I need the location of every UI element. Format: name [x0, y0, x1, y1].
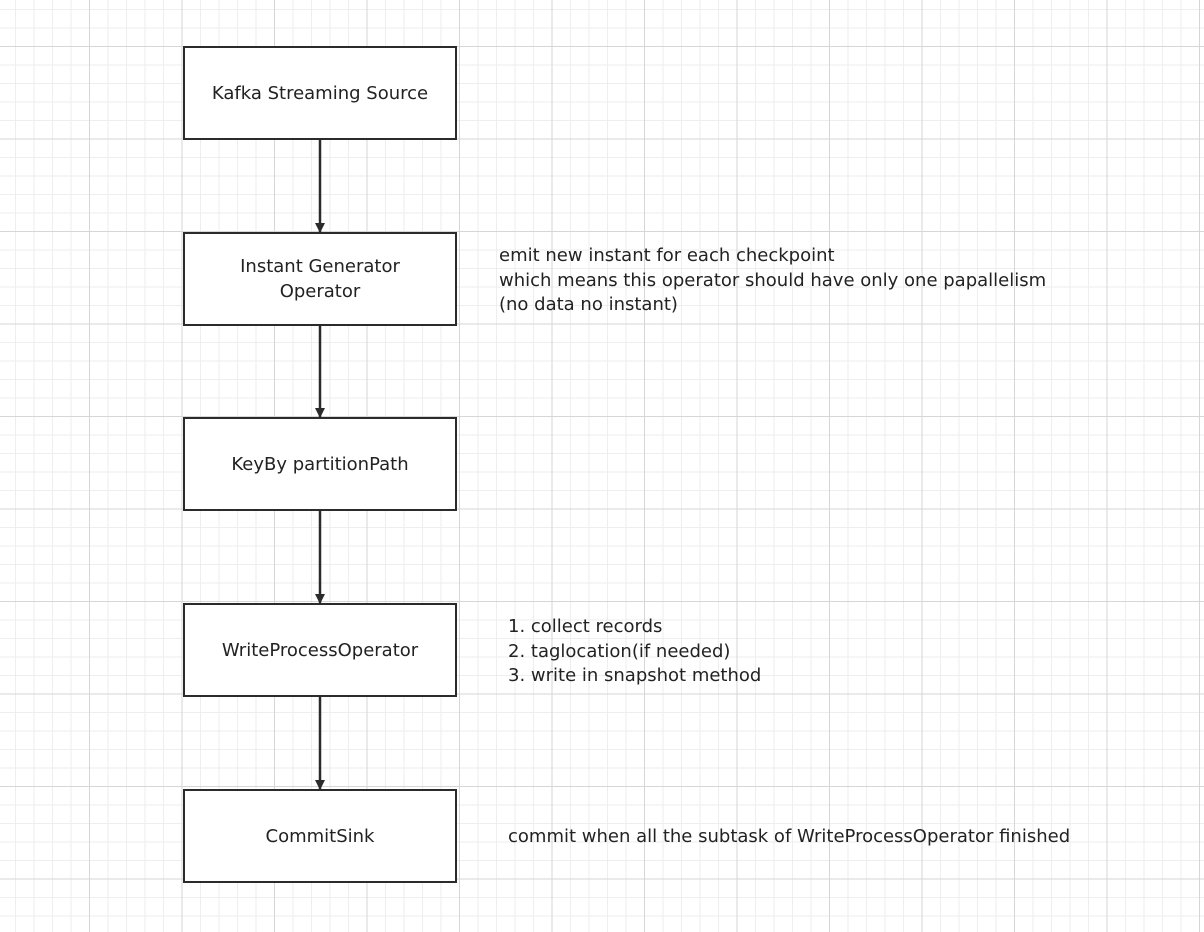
node-write-process-operator[interactable]: WriteProcessOperator — [183, 603, 457, 697]
node-commit-sink[interactable]: CommitSink — [183, 789, 457, 883]
note-line: commit when all the subtask of WriteProc… — [508, 826, 1071, 847]
node-keyby-partitionpath[interactable]: KeyBy partitionPath — [183, 417, 457, 511]
note-line: (no data no instant) — [499, 294, 678, 315]
node-kafka-streaming-source[interactable]: Kafka Streaming Source — [183, 46, 457, 140]
note-commit-sink: commit when all the subtask of WriteProc… — [508, 825, 1070, 850]
node-instant-generator-operator[interactable]: Instant Generator Operator — [183, 232, 457, 326]
note-line: emit new instant for each checkpoint — [499, 245, 835, 266]
note-write-process: 1. collect records 2. taglocation(if nee… — [508, 615, 761, 689]
note-line: 1. collect records — [508, 616, 663, 637]
note-line: which means this operator should have on… — [499, 269, 1047, 291]
note-line: 3. write in snapshot method — [508, 665, 762, 686]
note-line: 2. taglocation(if needed) — [508, 640, 731, 662]
note-instant-generator: emit new instant for each checkpoint whi… — [499, 244, 1046, 318]
